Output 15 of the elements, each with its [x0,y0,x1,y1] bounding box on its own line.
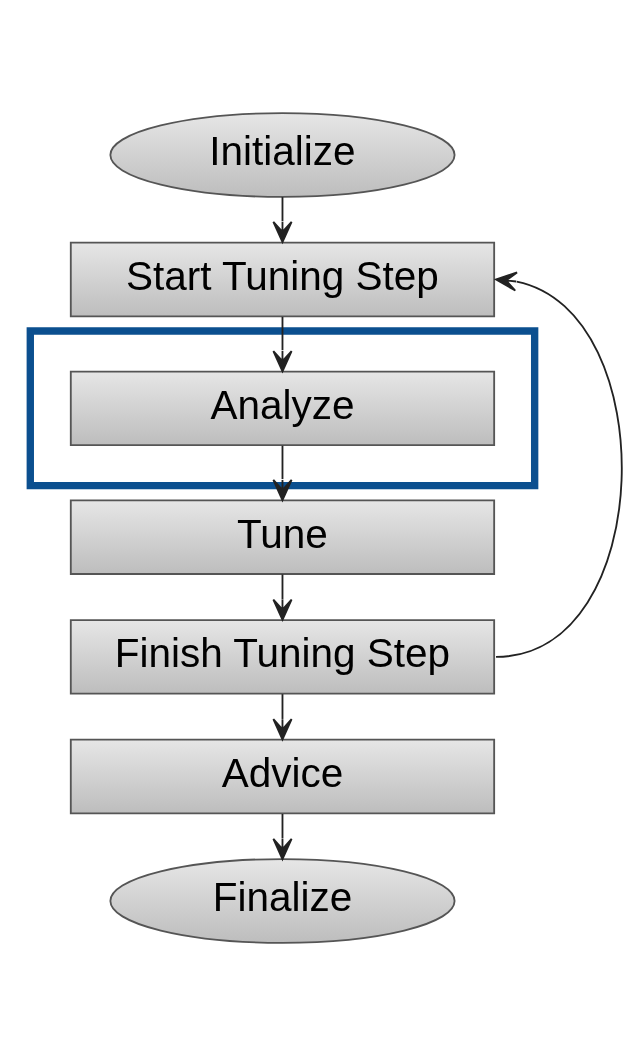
node-box: Analyze [69,370,496,446]
cluster [26,326,539,489]
node-ellipse: Finalize [109,857,456,944]
arrow [272,195,293,243]
node-box: Advice [69,738,496,814]
arrow [272,812,293,860]
arrow [495,270,623,658]
arrow [272,315,293,372]
node-box: Tune [69,498,496,575]
node-box: Start Tuning Step [69,241,496,317]
node-ellipse: Initialize [109,111,456,198]
node-box: Finish Tuning Step [69,618,496,695]
arrow [272,692,293,740]
arrow [272,444,293,501]
arrow [272,573,293,621]
